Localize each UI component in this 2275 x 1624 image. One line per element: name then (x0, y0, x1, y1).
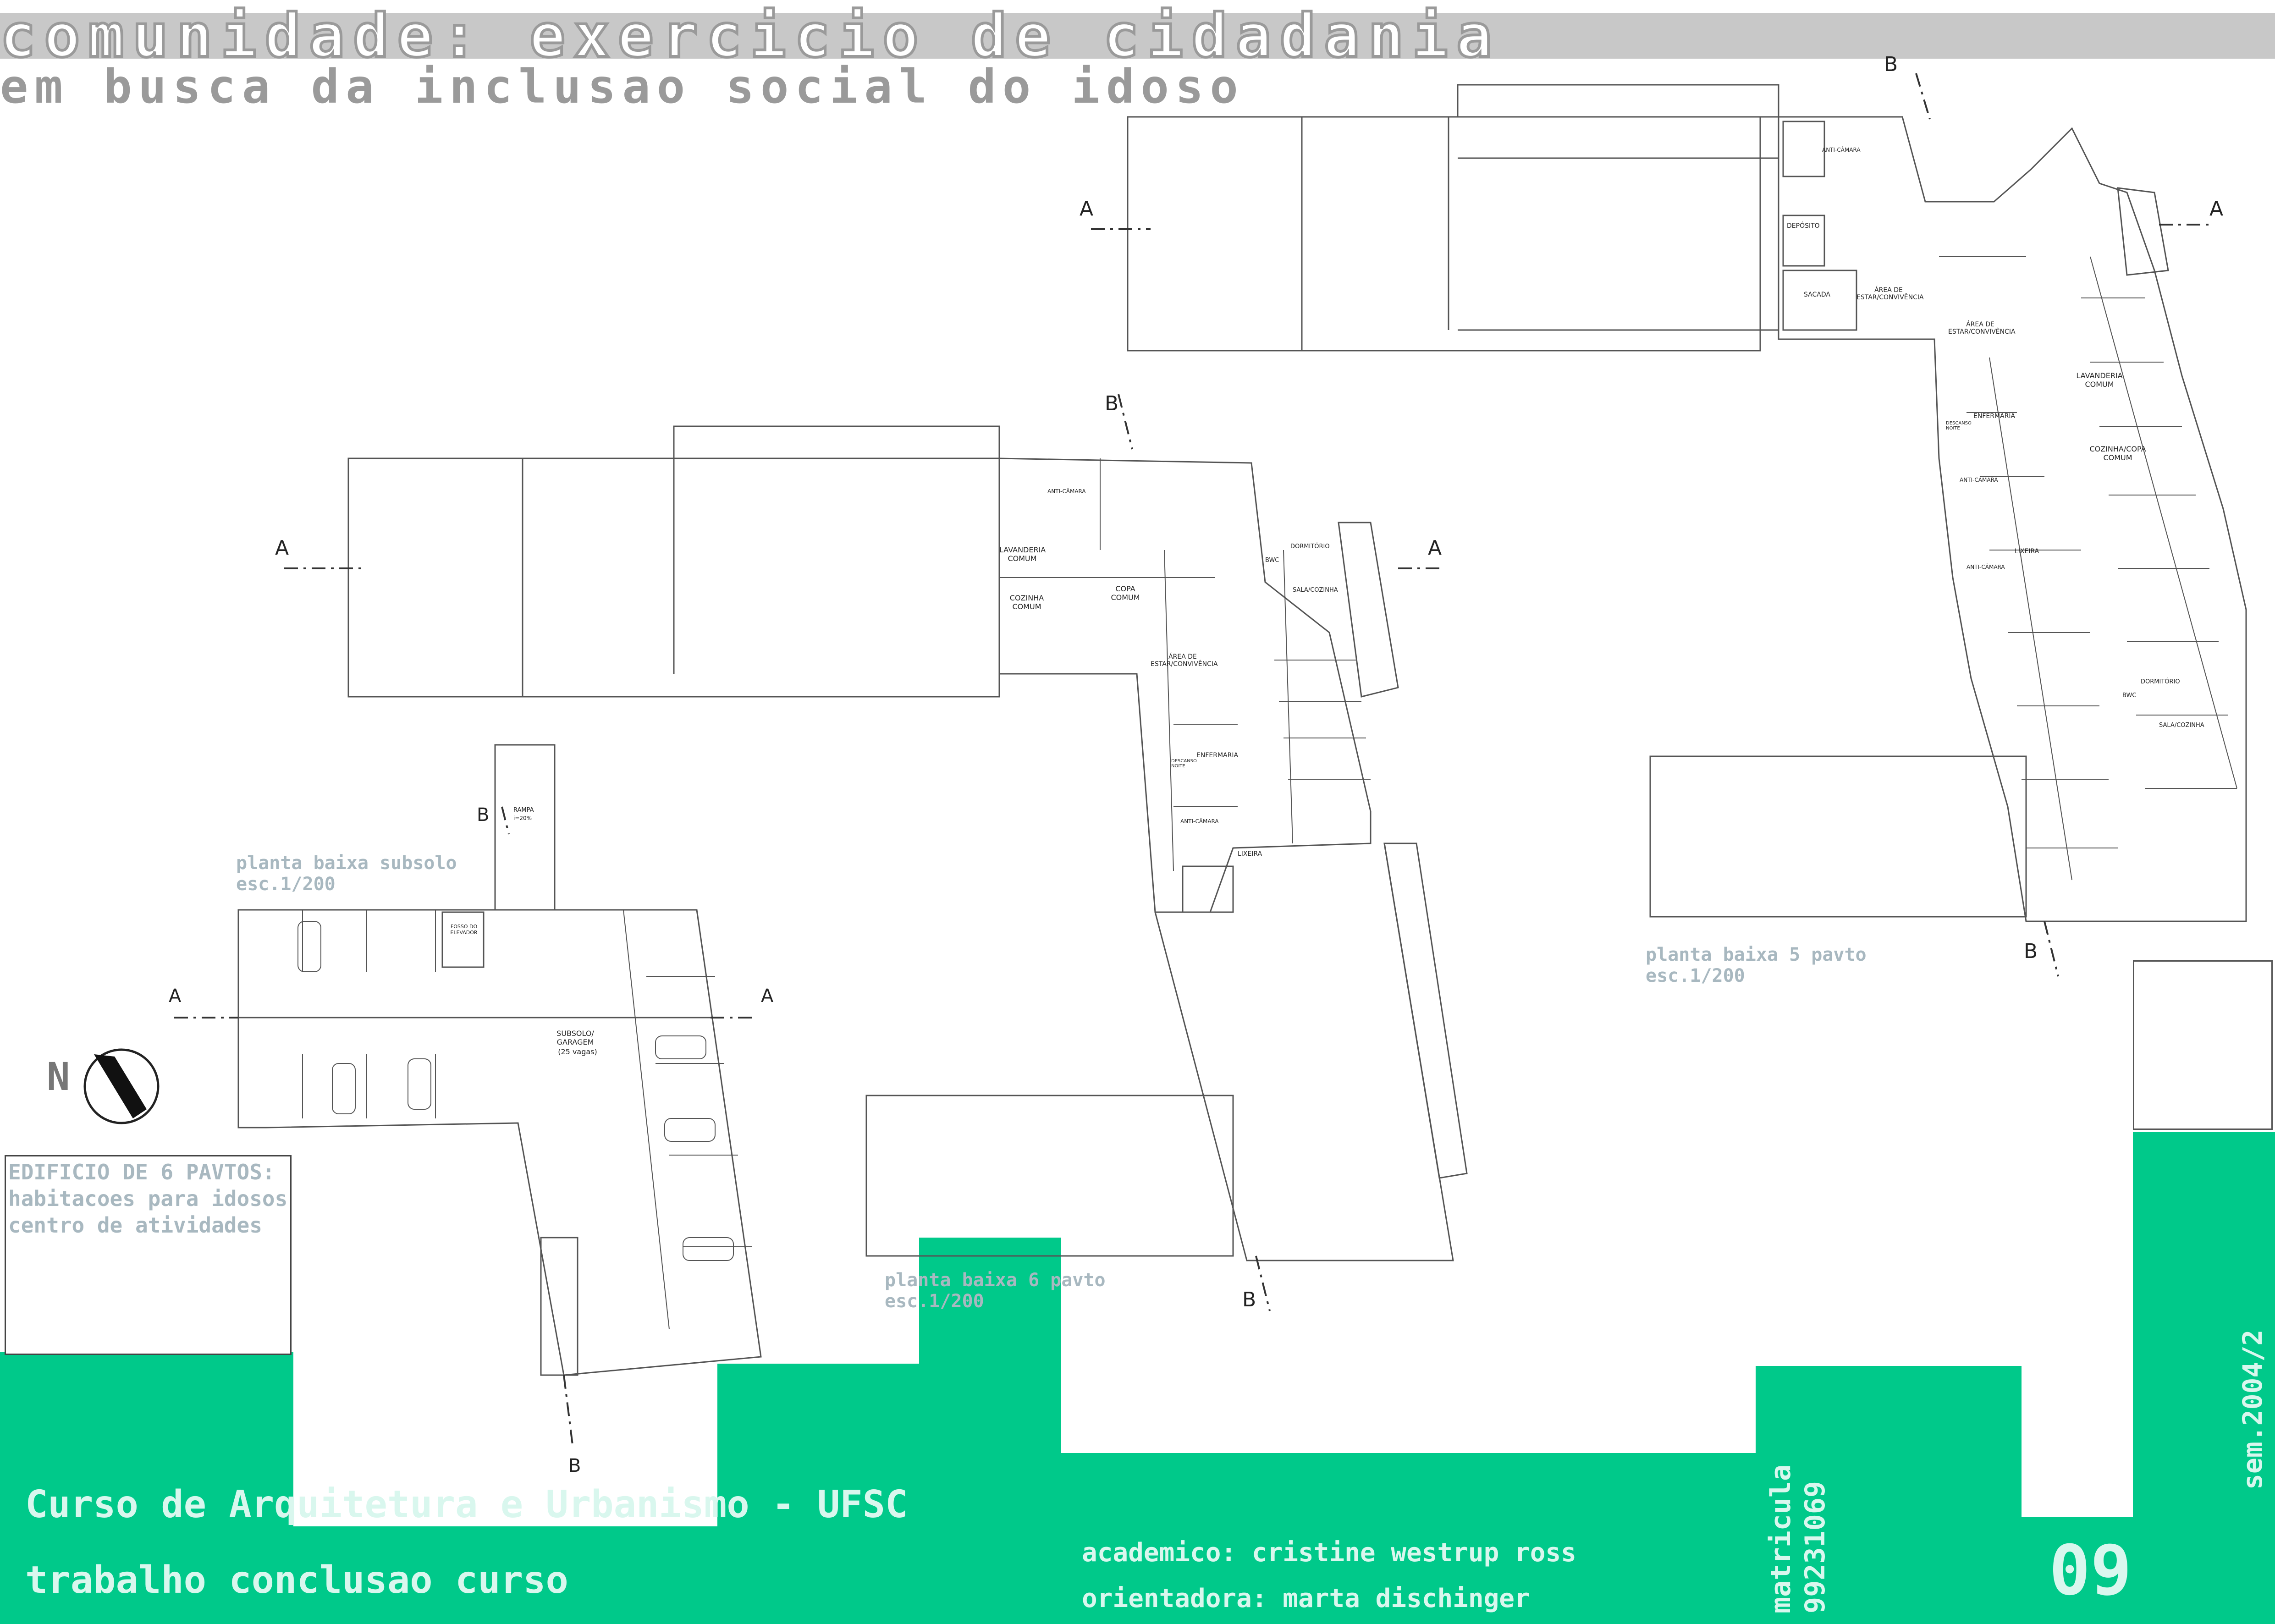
plan-subsolo-scale: esc.1/200 (236, 874, 336, 895)
footer-semestre: sem.2004/2 (2237, 1329, 2268, 1490)
room-bwc-5: BWC (2122, 692, 2137, 699)
room-anti-camara-5: ANTI-CÂMARA (1822, 147, 1861, 153)
plan5-outline (1778, 116, 2247, 922)
room-area-estar-6: ÁREA DE ESTAR/CONVIVÊNCIA (1151, 653, 1218, 668)
room-dormitorio-5: DORMITÓRIO (2141, 678, 2180, 685)
room-anti-camara-5c: ANTI-CÂMARA (1967, 564, 2005, 570)
section-b-plan6-top: B (1105, 392, 1119, 415)
section-b-plan5-bottom: B (2024, 940, 2038, 963)
room-cozinha-copa-5: COZINHA/COPA COMUM (2089, 445, 2146, 462)
plan6-outline (998, 457, 1372, 913)
section-a-plan5-right: A (2209, 197, 2224, 220)
room-anti-camara-6b: ANTI-CÂMARA (1180, 818, 1219, 825)
section-b-plan5-top: B (1884, 53, 1898, 76)
footer-block-left-low (0, 1526, 720, 1624)
section-b-subsolo-top: B (477, 804, 490, 826)
north-label: N (47, 1054, 70, 1099)
room-area-estar-5a: ÁREA DE ESTAR/CONVIVÊNCIA (1856, 286, 1924, 301)
footer-matricula-label: matricula (1765, 1464, 1797, 1613)
plan-subsolo-name: planta baixa subsolo (236, 853, 457, 874)
room-rampa-pct: i=20% (513, 815, 532, 821)
footer-block-matricula (1756, 1366, 2022, 1624)
room-subsolo: SUBSOLO/ GARAGEM (556, 1029, 594, 1046)
subsolo-stair (540, 1237, 578, 1376)
room-copa-comum-6: COPA COMUM (1111, 584, 1140, 602)
room-dormitorio-6: DORMITÓRIO (1290, 543, 1330, 550)
room-rampa: RAMPA (513, 807, 534, 814)
section-a-plan5-left: A (1080, 197, 1094, 220)
section-b-subsolo-bottom: B (568, 1455, 581, 1476)
page-subtitle: em busca da inclusao social do idoso (0, 60, 1245, 114)
subsolo-ramp (494, 744, 556, 911)
footer-block-mid-a (717, 1364, 919, 1624)
info-box (5, 1155, 292, 1355)
plan6-stair (1182, 865, 1234, 913)
room-fosso: FOSSO DO ELEVADOR (450, 924, 478, 936)
north-arrow-circle (83, 1048, 160, 1124)
room-descanso-6: DESCANSO NOITE (1171, 759, 1197, 769)
section-b-plan6-bottom: B (1242, 1288, 1256, 1311)
room-bwc-6: BWC (1265, 557, 1279, 564)
room-vagas: (25 vagas) (558, 1047, 597, 1056)
info-line-2: habitacoes para idosos (8, 1186, 288, 1211)
footer-block-sheet (2022, 1517, 2275, 1624)
title-bar (0, 13, 2275, 59)
footer-academico: academico: cristine westrup ross (1082, 1538, 1576, 1568)
room-area-estar-5b: ÁREA DE ESTAR/CONVIVÊNCIA (1948, 321, 2016, 336)
plan-6-scale: esc.1/200 (885, 1291, 984, 1312)
section-a-subsolo-left: A (169, 985, 182, 1007)
footer-course: Curso de Arquitetura e Urbanismo - UFSC (25, 1483, 908, 1526)
page-title: comunidade: exercicio de cidadania (0, 1, 1501, 71)
subsolo-outline (237, 909, 762, 1376)
plan-5-scale: esc.1/200 (1646, 965, 1745, 986)
footer-block-center (1061, 1453, 1756, 1624)
right-white-box (2133, 960, 2273, 1130)
footer-orientadora: orientadora: marta dischinger (1082, 1584, 1530, 1613)
plan5-left-building (1127, 116, 1761, 352)
room-enfermaria-6: ENFERMARIA (1196, 752, 1239, 759)
footer-sheet-number: 09 (2049, 1531, 2132, 1611)
section-a-subsolo-right: A (761, 985, 774, 1007)
room-anti-camara-6: ANTI-CÂMARA (1047, 488, 1086, 495)
room-descanso-5: DESCANSO NOITE (1946, 421, 1972, 431)
plan-subsolo-label: planta baixa subsolo esc.1/200 (236, 853, 457, 895)
room-deposito-5: DEPÓSITO (1787, 222, 1820, 230)
room-lixeira-5: LIXEIRA (2015, 548, 2039, 555)
room-sacada-5: SACADA (1804, 291, 1830, 298)
footer-matricula: 99231069 (1799, 1481, 1831, 1613)
info-line-3: centro de atividades (8, 1213, 262, 1238)
info-line-1: EDIFICIO DE 6 PAVTOS: (8, 1160, 275, 1184)
room-lixeira-6: LIXEIRA (1238, 850, 1262, 858)
footer-block-mid-b (919, 1238, 1061, 1624)
section-a-plan6-right: A (1428, 536, 1442, 560)
room-lavanderia-6: LAVANDERIA COMUM (999, 545, 1046, 563)
room-anti-camara-5b: ANTI-CÂMARA (1960, 477, 1998, 483)
plan-6-name: planta baixa 6 pavto (885, 1270, 1106, 1291)
plan-6-label: planta baixa 6 pavto esc.1/200 (885, 1270, 1106, 1312)
plan-5-label: planta baixa 5 pavto esc.1/200 (1646, 944, 1867, 986)
room-cozinha-comum-6: COZINHA COMUM (1009, 594, 1044, 611)
room-lavanderia-5: LAVANDERIA COMUM (2076, 371, 2123, 389)
section-a-plan6-left: A (275, 536, 289, 560)
info-box-text: EDIFICIO DE 6 PAVTOS: habitacoes para id… (8, 1159, 287, 1239)
footer-work: trabalho conclusao curso (25, 1558, 568, 1602)
plan-5-name: planta baixa 5 pavto (1646, 944, 1867, 965)
room-sala-cozinha-5: SALA/COZINHA (2159, 722, 2204, 729)
room-enfermaria-5: ENFERMARIA (1973, 413, 2016, 420)
footer-block-right-tall (2133, 1132, 2275, 1517)
room-sala-cozinha-6: SALA/COZINHA (1293, 587, 1338, 594)
north-arrow-needle (94, 1054, 147, 1118)
